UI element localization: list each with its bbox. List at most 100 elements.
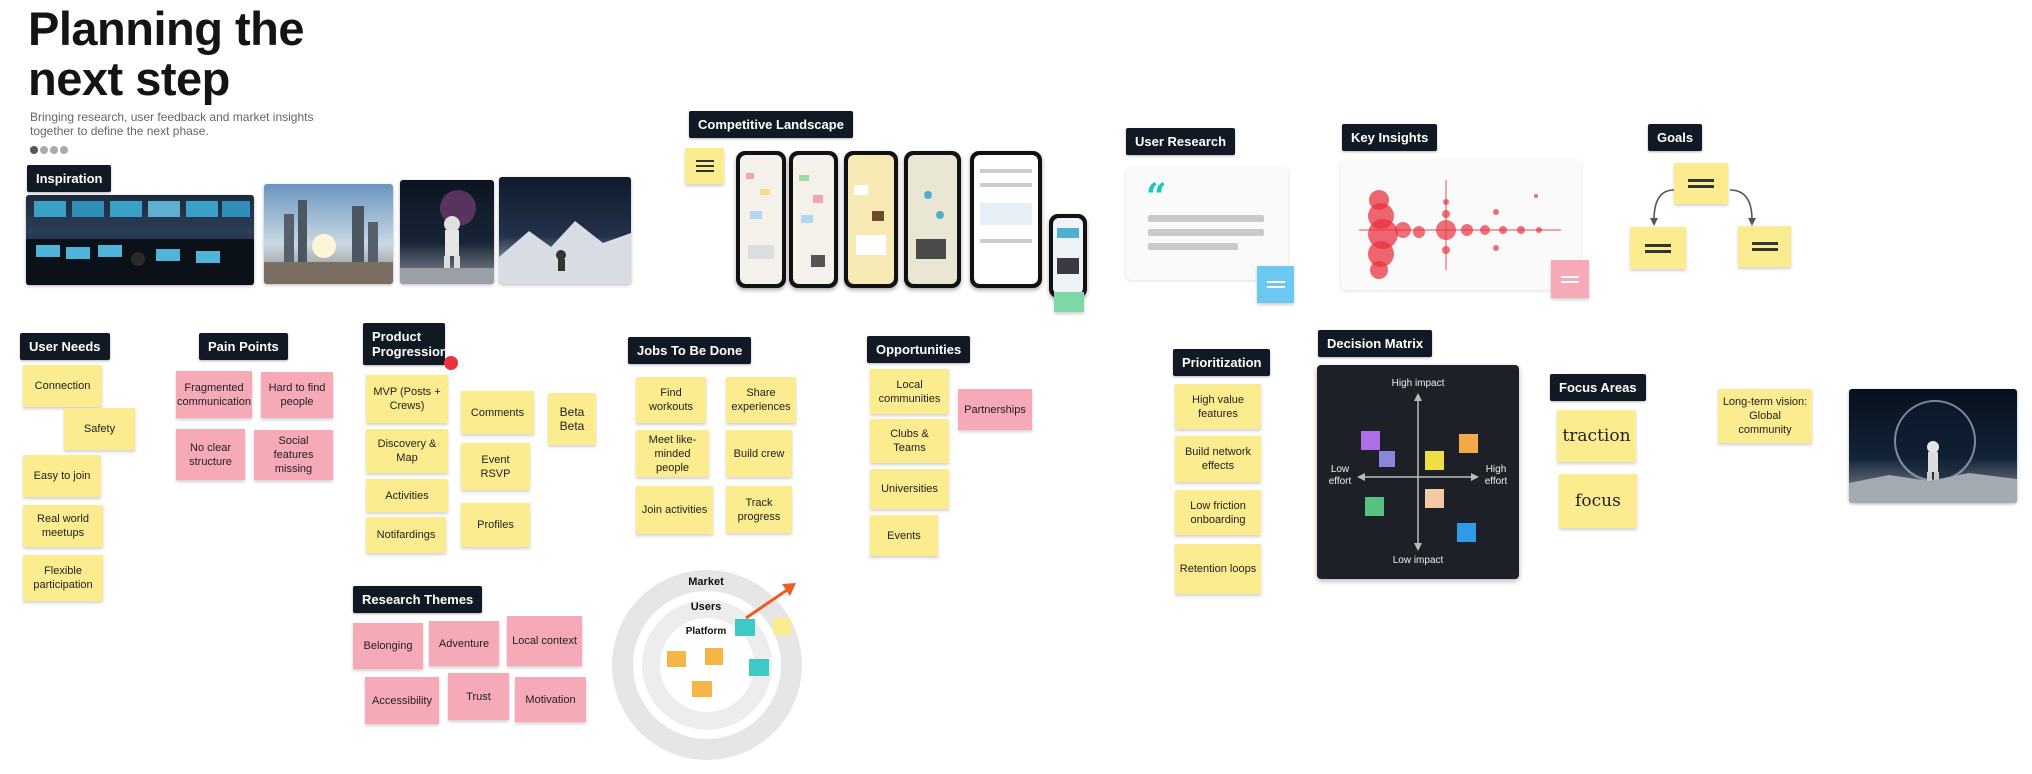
sticky-no-clear-structure[interactable]: No clear structure bbox=[176, 429, 245, 480]
decision-matrix-board[interactable]: High impact Low impact Low effort High e… bbox=[1317, 365, 1519, 579]
sticky-social-features-missing[interactable]: Social features missing bbox=[254, 430, 333, 480]
ring-card-cyan-1[interactable] bbox=[735, 619, 755, 636]
inspiration-label[interactable]: Inspiration bbox=[27, 165, 112, 192]
sticky-flexible-participation[interactable]: Flexible participation bbox=[23, 555, 103, 601]
matrix-green-card[interactable] bbox=[1365, 497, 1384, 516]
sticky-mvp[interactable]: MVP (Posts + Crews) bbox=[366, 375, 448, 423]
prioritization-label[interactable]: Prioritization bbox=[1173, 349, 1271, 376]
sticky-safety[interactable]: Safety bbox=[64, 408, 135, 450]
focus-areas-label[interactable]: Focus Areas bbox=[1550, 374, 1646, 401]
matrix-yellow-card[interactable] bbox=[1425, 451, 1444, 470]
product-progression-label[interactable]: Product Progression bbox=[363, 323, 448, 365]
matrix-orange-card[interactable] bbox=[1459, 434, 1478, 453]
app-screenshot-6[interactable] bbox=[1049, 214, 1087, 298]
dot-3[interactable] bbox=[50, 146, 58, 154]
sticky-long-term-vision[interactable]: Long-term vision: Global community bbox=[1718, 389, 1812, 443]
mountain-illustration bbox=[499, 221, 631, 284]
note-sticky[interactable] bbox=[685, 148, 724, 184]
sticky-low-friction-onboarding[interactable]: Low friction onboarding bbox=[1175, 490, 1261, 535]
green-sticky[interactable] bbox=[1054, 292, 1084, 312]
sticky-motivation[interactable]: Motivation bbox=[515, 677, 586, 722]
opportunities-label[interactable]: Opportunities bbox=[867, 336, 971, 363]
app-screenshot-2[interactable] bbox=[789, 151, 838, 288]
astronaut-illustration bbox=[400, 190, 494, 284]
insights-chart[interactable] bbox=[1341, 160, 1581, 290]
matrix-peach-card[interactable] bbox=[1425, 489, 1444, 508]
sticky-hard-to-find-people[interactable]: Hard to find people bbox=[261, 372, 333, 418]
matrix-lavender-card[interactable] bbox=[1379, 451, 1395, 467]
goal-right-sticky[interactable] bbox=[1738, 226, 1791, 267]
sticky-clubs-teams[interactable]: Clubs & Teams bbox=[870, 419, 949, 463]
sticky-real-world-meetups[interactable]: Real world meetups bbox=[23, 505, 103, 547]
decision-matrix-label[interactable]: Decision Matrix bbox=[1318, 330, 1433, 357]
sticky-retention-loops[interactable]: Retention loops bbox=[1175, 544, 1261, 594]
pain-points-label[interactable]: Pain Points bbox=[199, 333, 288, 360]
mission-control-illustration bbox=[26, 201, 254, 285]
goal-left-sticky[interactable] bbox=[1630, 227, 1686, 269]
sticky-event-rsvp[interactable]: Event RSVP bbox=[461, 443, 530, 490]
sticky-share-experiences[interactable]: Share experiences bbox=[726, 377, 796, 423]
sticky-high-value-features[interactable]: High value features bbox=[1175, 384, 1261, 429]
matrix-purple-card[interactable] bbox=[1361, 431, 1380, 450]
city-illustration bbox=[264, 200, 393, 284]
user-quote-card[interactable]: “ bbox=[1126, 167, 1288, 280]
jobs-to-be-done-label[interactable]: Jobs To Be Done bbox=[628, 337, 752, 364]
sticky-meet-like-minded[interactable]: Meet like-minded people bbox=[636, 430, 709, 477]
bubble-chart bbox=[1359, 180, 1561, 279]
sticky-adventure[interactable]: Adventure bbox=[429, 621, 499, 666]
ring-card-orange-3[interactable] bbox=[692, 681, 712, 697]
sticky-comments[interactable]: Comments bbox=[461, 391, 534, 434]
app-screenshot-5[interactable] bbox=[970, 151, 1042, 288]
sticky-belonging[interactable]: Belonging bbox=[353, 623, 423, 669]
ring-card-orange-2[interactable] bbox=[705, 648, 723, 665]
dot-2[interactable] bbox=[40, 146, 48, 154]
matrix-low-effort: Low effort bbox=[1328, 464, 1352, 487]
dot-1[interactable] bbox=[30, 146, 38, 154]
sticky-events[interactable]: Events bbox=[870, 515, 938, 556]
competitive-landscape-label[interactable]: Competitive Landscape bbox=[689, 111, 853, 138]
matrix-axes bbox=[1357, 393, 1479, 551]
goal-main-sticky[interactable] bbox=[1674, 163, 1728, 204]
app-screenshot-4[interactable] bbox=[904, 151, 961, 288]
sticky-activities[interactable]: Activities bbox=[366, 479, 448, 512]
sticky-track-progress[interactable]: Track progress bbox=[726, 486, 792, 533]
sticky-build-network-effects[interactable]: Build network effects bbox=[1175, 436, 1261, 482]
sticky-traction[interactable]: traction bbox=[1557, 410, 1636, 462]
sticky-partnerships[interactable]: Partnerships bbox=[958, 389, 1032, 430]
app-screenshot-1[interactable] bbox=[736, 151, 786, 288]
sticky-fragmented-communication[interactable]: Fragmented communication bbox=[176, 371, 252, 418]
sticky-notifardings[interactable]: Notifardings bbox=[366, 517, 446, 553]
svg-text:“: “ bbox=[1146, 176, 1167, 218]
sticky-profiles[interactable]: Profiles bbox=[461, 503, 530, 547]
sticky-local-context[interactable]: Local context bbox=[507, 616, 582, 666]
sticky-discovery-map[interactable]: Discovery & Map bbox=[366, 429, 448, 473]
pink-insight-sticky[interactable] bbox=[1551, 260, 1589, 298]
sticky-focus[interactable]: focus bbox=[1559, 474, 1637, 528]
user-needs-label[interactable]: User Needs bbox=[20, 333, 110, 360]
sticky-local-communities[interactable]: Local communities bbox=[870, 369, 949, 414]
matrix-blue-card[interactable] bbox=[1457, 523, 1476, 542]
sticky-beta[interactable]: Beta Beta bbox=[548, 393, 596, 445]
carousel-dots[interactable] bbox=[30, 141, 70, 159]
sticky-join-activities[interactable]: Join activities bbox=[636, 486, 713, 534]
sticky-universities[interactable]: Universities bbox=[870, 469, 949, 509]
ring-card-cyan-2[interactable] bbox=[749, 659, 769, 676]
matrix-high-impact: High impact bbox=[1391, 378, 1445, 389]
user-research-label[interactable]: User Research bbox=[1126, 128, 1236, 155]
sticky-accessibility[interactable]: Accessibility bbox=[365, 677, 439, 724]
sticky-easy-to-join[interactable]: Easy to join bbox=[23, 455, 101, 497]
sticky-connection[interactable]: Connection bbox=[23, 365, 102, 407]
app-screenshot-3[interactable] bbox=[844, 151, 898, 288]
sticky-trust[interactable]: Trust bbox=[448, 673, 509, 720]
goals-label[interactable]: Goals bbox=[1648, 124, 1703, 151]
blue-sticky[interactable] bbox=[1257, 266, 1294, 303]
astronaut-planet-illustration bbox=[1849, 400, 2017, 503]
sticky-find-workouts[interactable]: Find workouts bbox=[636, 377, 706, 423]
ring-card-yellow[interactable] bbox=[773, 618, 791, 635]
research-themes-label[interactable]: Research Themes bbox=[353, 586, 483, 613]
sticky-build-crew[interactable]: Build crew bbox=[726, 430, 792, 477]
dot-4[interactable] bbox=[60, 146, 68, 154]
key-insights-label[interactable]: Key Insights bbox=[1342, 124, 1438, 151]
ring-card-orange-1[interactable] bbox=[667, 651, 686, 667]
